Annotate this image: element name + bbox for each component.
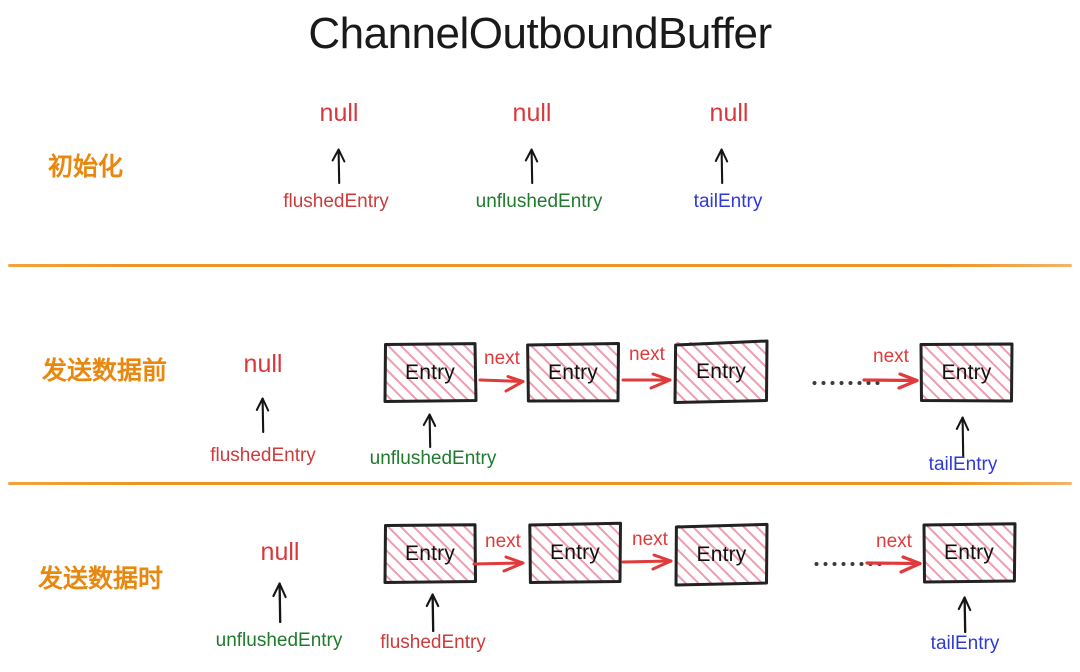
null-value-unflushed-init: null [512,99,552,127]
entry-box-4-during: Entry [921,521,1017,585]
entry-box-3-during: Entry [673,521,770,588]
entry-chain-ellipsis-before [812,381,880,385]
page-title: ChannelOutboundBuffer [308,9,772,58]
next-arrow-1-during [472,550,530,585]
row-label-before-send: 发送数据前 [42,357,168,385]
arrow-up-unflushed-before [419,406,441,453]
next-link-label-2-before: next [629,344,665,365]
entry-box-2-during: Entry [527,520,623,586]
arrow-up-tail-init [711,140,733,189]
entry-box-label: Entry [404,360,455,384]
entry-box-label: Entry [549,541,600,564]
arrow-up-flushed-before [252,389,274,438]
pointer-tail-entry-before: tailEntry [928,454,998,475]
null-value-flushed-init: null [319,99,359,127]
arrow-up-flushed-init [328,140,350,189]
entry-box-label: Entry [696,542,747,566]
pointer-flushed-entry-init: flushedEntry [283,191,389,212]
pointer-flushed-entry-during: flushedEntry [380,632,486,653]
entry-box-4-before: Entry [918,341,1015,404]
pointer-tail-entry-init: tailEntry [693,191,763,212]
pointer-unflushed-entry-before: unflushedEntry [369,448,497,469]
arrow-up-unflushed-during [269,575,291,628]
row-label-init: 初始化 [48,153,124,181]
next-arrow-1-before [478,370,528,405]
row-label-during-send: 发送数据时 [38,565,164,593]
pointer-tail-entry-during: tailEntry [930,633,1000,654]
next-link-label-2-during: next [632,529,668,550]
next-link-label-3-before: next [873,346,909,367]
next-arrow-2-before [621,368,675,403]
next-link-label-1-before: next [484,348,520,369]
entry-box-1-during: Entry [382,522,478,585]
entry-box-label: Entry [695,360,746,383]
null-value-tail-init: null [709,99,749,127]
null-value-unflushed-during: null [260,538,300,566]
arrow-up-flushed-during [422,586,444,637]
next-arrow-3-during [865,550,925,585]
section-divider-2 [8,482,1072,485]
next-link-label-3-during: next [876,531,912,552]
section-divider-1 [8,264,1072,267]
pointer-flushed-entry-before: flushedEntry [210,445,316,466]
pointer-unflushed-entry-init: unflushedEntry [475,191,603,212]
entry-box-2-before: Entry [525,341,621,404]
next-link-label-1-during: next [485,531,521,552]
pointer-unflushed-entry-during: unflushedEntry [215,630,343,651]
arrow-up-tail-during [954,589,976,638]
entry-box-label: Entry [943,541,994,564]
next-arrow-2-during [621,548,677,583]
entry-box-1-before: Entry [382,341,478,404]
null-value-flushed-before: null [243,350,283,378]
entry-box-label: Entry [404,541,455,565]
entry-box-3-before: Entry [672,338,770,406]
entry-box-label: Entry [547,360,598,384]
arrow-up-tail-before [952,409,974,462]
arrow-up-unflushed-init [521,140,543,189]
entry-box-label: Entry [941,360,992,384]
next-arrow-3-before [862,368,922,403]
